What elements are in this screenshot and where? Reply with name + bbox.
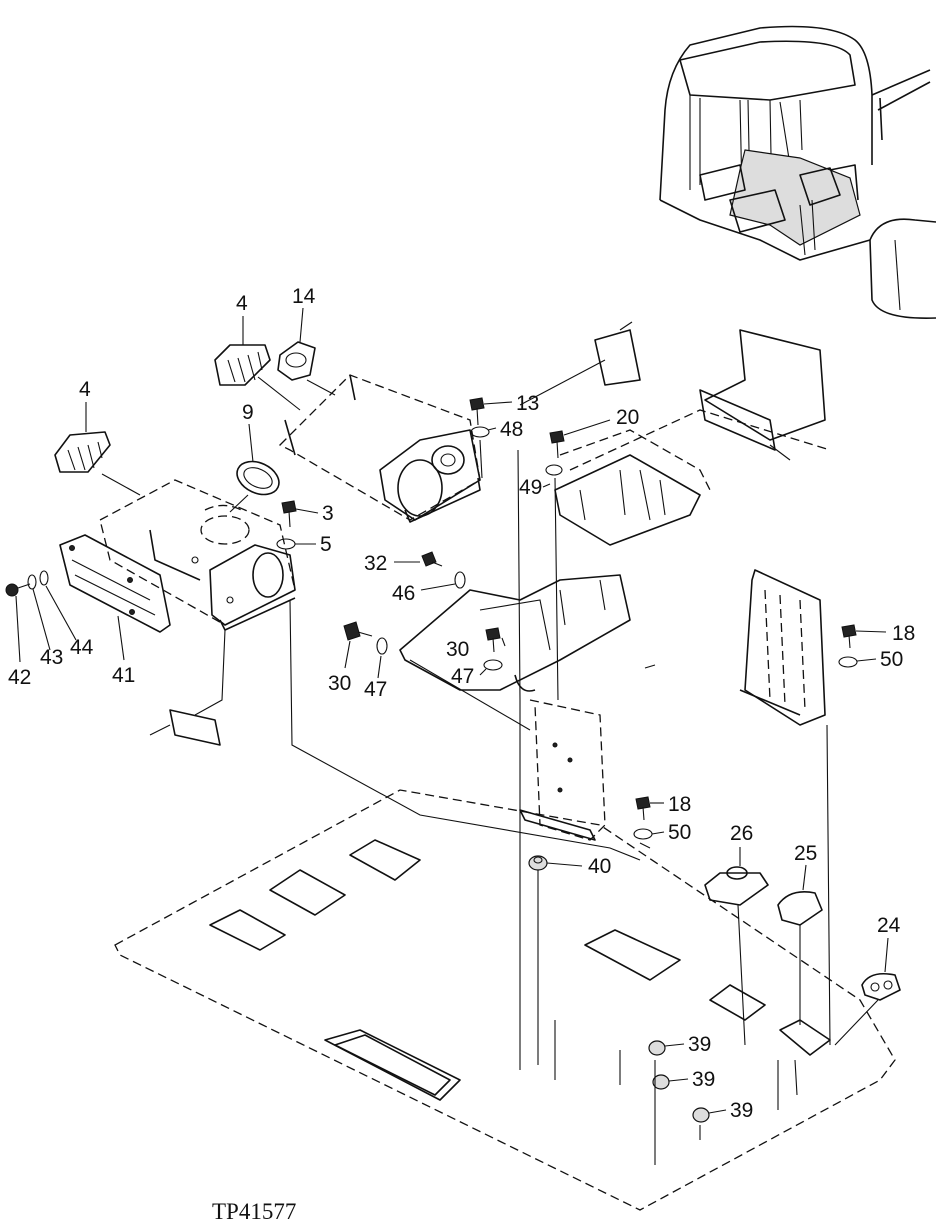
nut-40 [528,855,548,871]
bolt-13 [469,397,485,426]
washer-47-middle [483,659,503,671]
washer-48 [470,426,490,438]
callout-3: 3 [322,502,334,525]
callout-14: 14 [292,285,316,308]
blower-unit-upper [278,374,481,523]
nut-39-b [652,1074,670,1090]
callout-labels: 4 14 4 9 13 48 20 49 3 5 32 46 30 47 30 … [8,285,915,1122]
washer-49 [545,464,563,476]
bolt-30-left [343,621,373,641]
callout-30-middle: 30 [446,638,469,661]
blower-housing-left [99,479,296,631]
cab-floor-plate [114,789,896,1211]
bolt-30-middle [485,627,501,653]
callout-47-middle: 47 [451,665,474,688]
duct-bracket-middle [399,574,631,692]
grommet-24 [861,972,901,1001]
bolt-32 [421,551,443,567]
washer-50-lower [633,828,653,840]
callout-49: 49 [519,476,542,499]
callout-50-right: 50 [880,648,903,671]
washer-5 [276,538,296,550]
callout-18-right: 18 [892,622,915,645]
vertical-plate [519,699,606,841]
callout-32: 32 [364,552,387,575]
callout-47-left: 47 [364,678,387,701]
nut-39-a [648,1040,666,1056]
small-bracket-left [149,709,221,746]
rubber-mount-25 [777,891,823,926]
frame-right-upper [569,329,831,471]
gasket-ring-9 [236,460,280,496]
callout-4-upper: 4 [236,292,248,315]
bracket-right-vertical [739,569,826,726]
vent-louvre-14 [277,341,316,381]
callout-50-lower: 50 [668,821,691,844]
callout-39-b: 39 [692,1068,715,1091]
callout-20: 20 [616,406,639,429]
callout-39-c: 39 [730,1099,753,1122]
callout-9: 9 [242,401,254,424]
rubber-mount-26 [704,866,769,906]
support-bracket-upper [554,321,711,546]
callout-25: 25 [794,842,817,865]
callout-44: 44 [70,636,94,659]
washer-47-left [376,637,388,655]
callout-39-a: 39 [688,1033,711,1056]
bolt-18-lower [635,796,651,821]
callout-18-lower: 18 [668,793,691,816]
front-cover-41 [59,534,171,633]
callout-30-left: 30 [328,672,351,695]
callout-24: 24 [877,914,901,937]
callout-4-left: 4 [79,378,91,401]
callout-5: 5 [320,533,332,556]
callout-41: 41 [112,664,135,687]
figure-reference: TP41577 [212,1199,296,1222]
nut-39-c [692,1107,710,1123]
assembly-guide-lines [101,359,879,1165]
leader-lines [15,307,889,1114]
callout-42: 42 [8,666,31,689]
bolt-20 [549,430,565,459]
washer-44 [39,570,49,586]
callout-46: 46 [392,582,415,605]
callout-13: 13 [516,392,539,415]
callout-26: 26 [730,822,753,845]
callout-48: 48 [500,418,523,441]
vent-louvre-4-upper [214,344,271,386]
bolt-18-right [841,624,857,649]
washer-43 [27,574,37,590]
washer-50-right [838,656,858,668]
callout-40: 40 [588,855,611,878]
cab-inset-illustration [659,25,936,319]
washer-46 [454,571,466,589]
callout-43: 43 [40,646,63,669]
bolt-42 [5,583,31,597]
bolt-3 [281,500,297,528]
vent-louvre-4-left [54,431,111,473]
